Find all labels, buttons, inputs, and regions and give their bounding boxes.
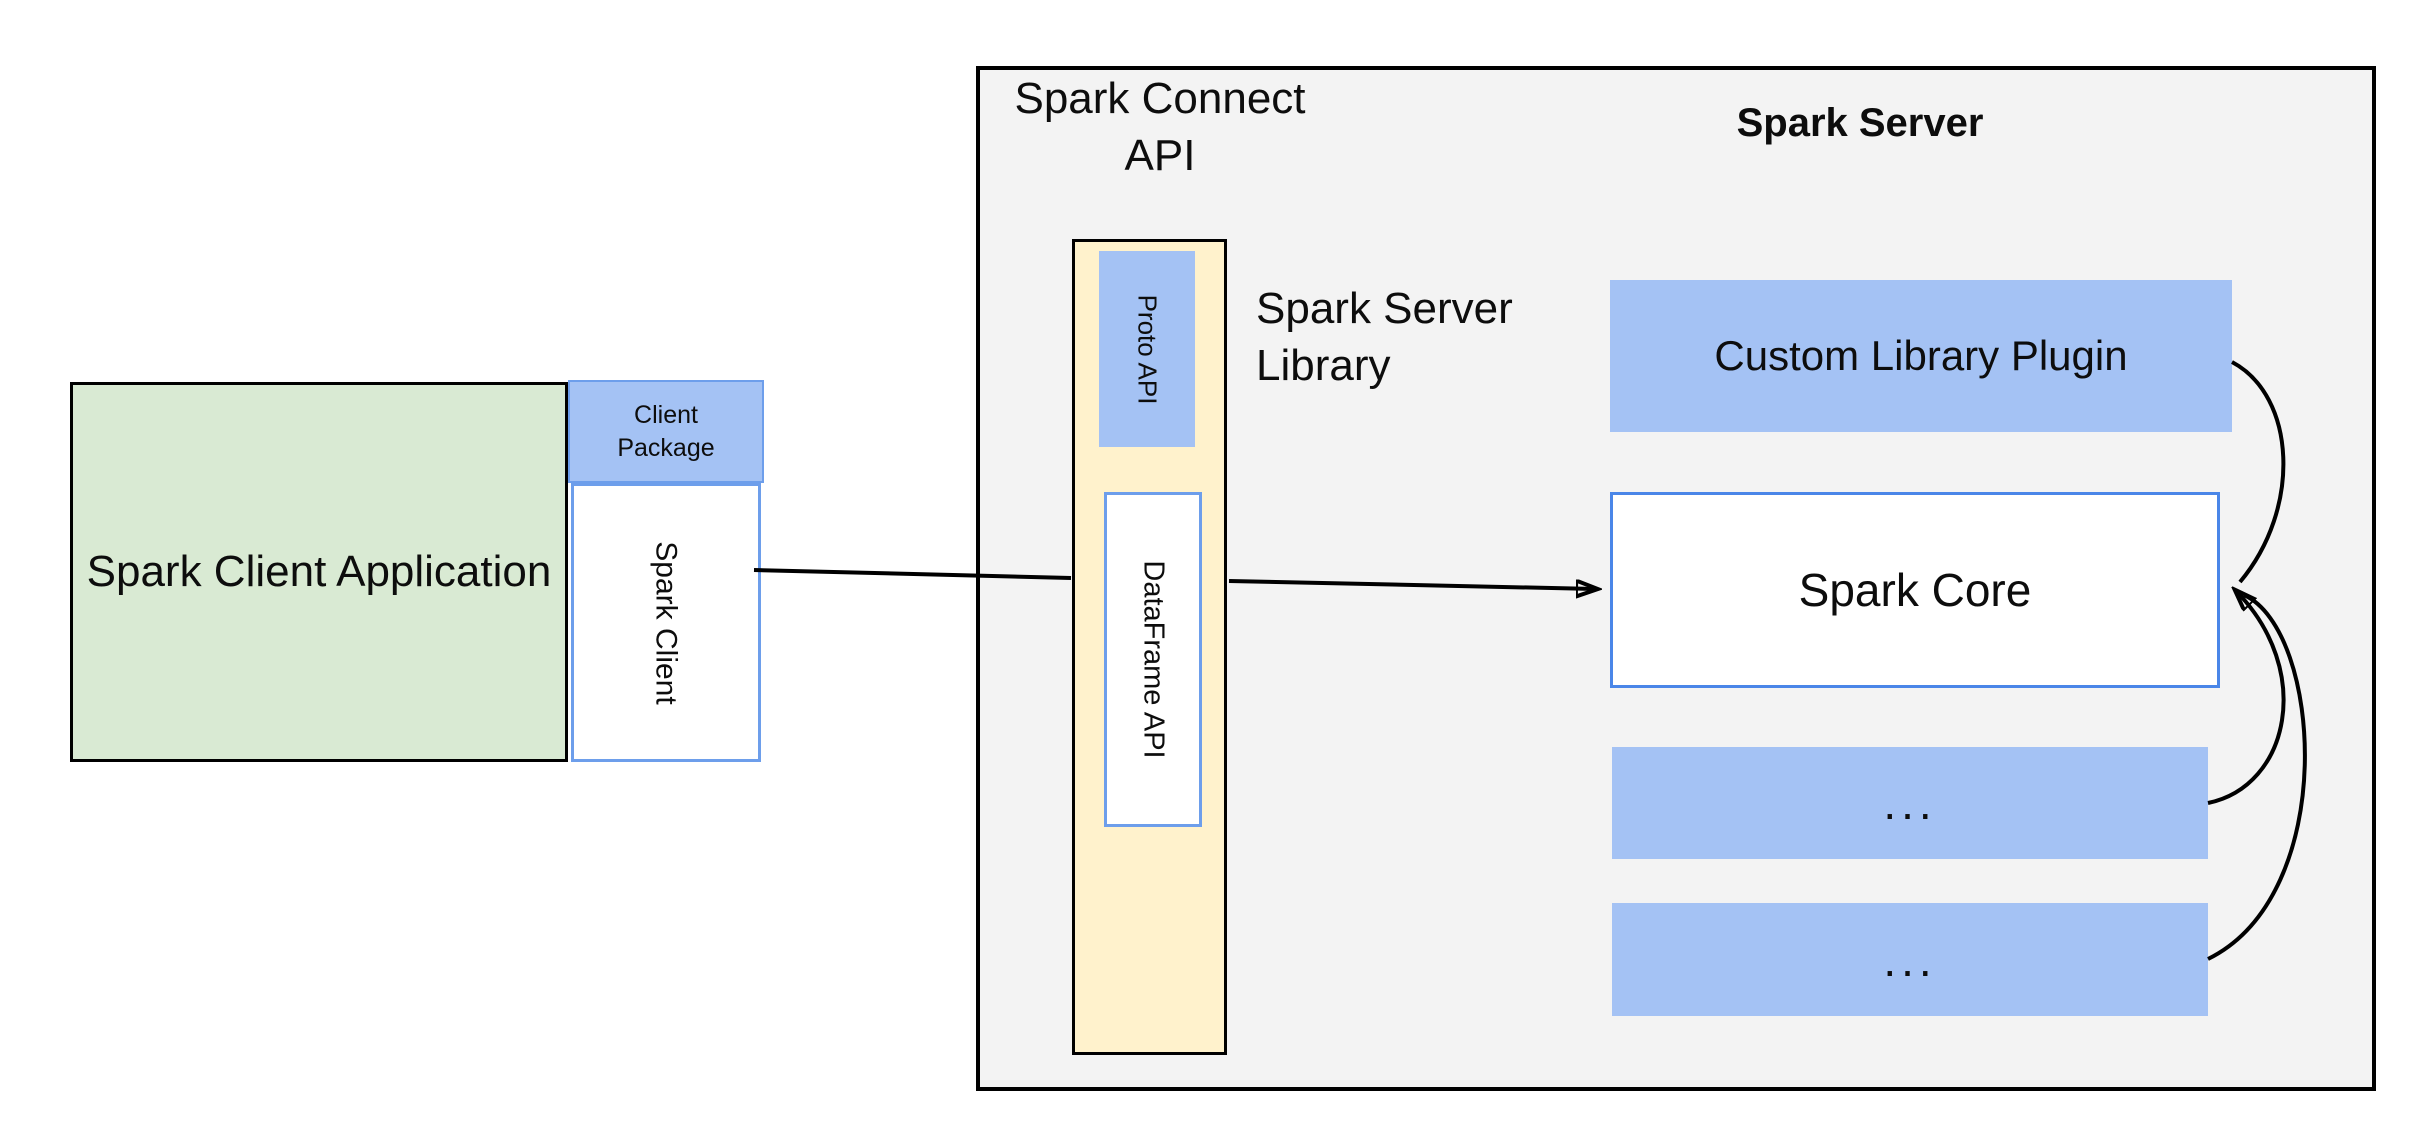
spark-client-box: Spark Client	[571, 483, 761, 762]
client-package-label: Client Package	[617, 400, 715, 462]
client-package-box: Client Package	[568, 380, 764, 483]
spark-client-label: Spark Client	[650, 540, 683, 705]
spark-server-title: Spark Server	[1736, 101, 1984, 145]
custom-library-plugin-box: Custom Library Plugin	[1610, 280, 2232, 432]
other-plugin-box-1: ...	[1612, 747, 2208, 859]
other-plugin-dots-1: ...	[1883, 777, 1937, 829]
spark-client-application-box: Spark Client Application	[70, 382, 568, 762]
spark-server-library-label: Spark Server Library	[1256, 284, 1513, 390]
proto-api-box: Proto API	[1099, 251, 1195, 447]
spark-core-box: Spark Core	[1610, 492, 2220, 688]
other-plugin-box-2: ...	[1612, 903, 2208, 1016]
dataframe-api-label: DataFrame API	[1137, 560, 1170, 759]
other-plugin-dots-2: ...	[1883, 933, 1937, 986]
spark-client-application-label: Spark Client Application	[86, 547, 552, 596]
custom-library-plugin-label: Custom Library Plugin	[1714, 332, 2128, 379]
dataframe-api-box: DataFrame API	[1104, 492, 1202, 827]
proto-api-label: Proto API	[1132, 294, 1163, 404]
spark-connect-api-title: Spark Connect API	[1014, 74, 1306, 180]
spark-core-label: Spark Core	[1798, 564, 2032, 616]
